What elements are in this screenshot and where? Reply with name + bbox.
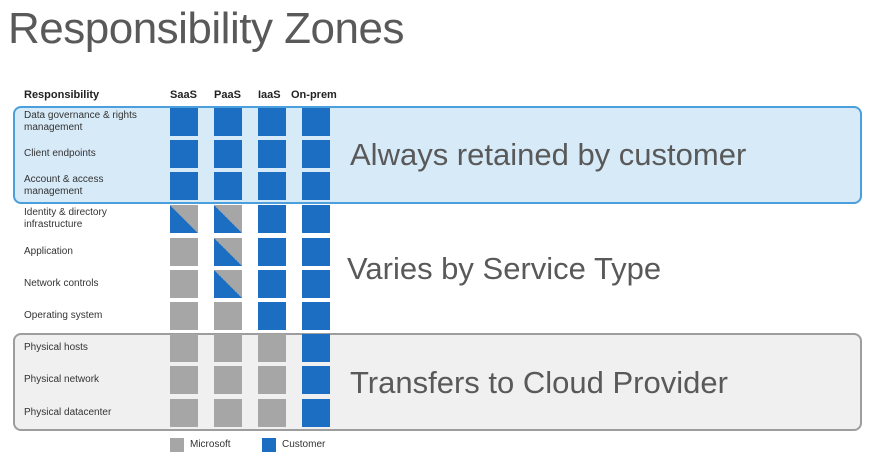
row-label: Physical network — [24, 374, 100, 385]
provider-zone — [13, 333, 862, 431]
provider-zone-label: Transfers to Cloud Provider — [350, 365, 728, 400]
cell-on-prem-customer — [302, 302, 330, 330]
customer-zone-label: Always retained by customer — [350, 137, 747, 172]
cell-on-prem-customer — [302, 399, 330, 427]
row-label: Network controls — [24, 278, 99, 289]
cell-on-prem-customer — [302, 108, 330, 136]
header-iaas: IaaS — [258, 89, 281, 101]
cell-paas-customer — [214, 108, 242, 136]
cell-iaas-customer — [258, 205, 286, 233]
cell-saas-microsoft — [170, 366, 198, 394]
header-on-prem: On-prem — [291, 89, 337, 101]
cell-iaas-customer — [258, 108, 286, 136]
cell-paas-microsoft — [214, 366, 242, 394]
cell-iaas-customer — [258, 302, 286, 330]
legend-microsoft-swatch — [170, 438, 184, 452]
cell-on-prem-customer — [302, 205, 330, 233]
cell-iaas-customer — [258, 140, 286, 168]
cell-saas-customer — [170, 108, 198, 136]
legend-customer-label: Customer — [282, 439, 326, 450]
customer-zone — [13, 106, 862, 204]
slide-title: Responsibility Zones — [8, 4, 404, 53]
cell-paas-customer — [214, 172, 242, 200]
cell-iaas-customer — [258, 270, 286, 298]
cell-paas-microsoft — [214, 399, 242, 427]
cell-paas-customer — [214, 140, 242, 168]
cell-on-prem-customer — [302, 270, 330, 298]
cell-iaas-microsoft — [258, 334, 286, 362]
row-label: Physical datacenter — [24, 407, 112, 418]
cell-saas-microsoft — [170, 399, 198, 427]
header-responsibility: Responsibility — [24, 89, 100, 101]
cell-saas-shared — [170, 205, 198, 233]
cell-iaas-microsoft — [258, 366, 286, 394]
cell-iaas-customer — [258, 238, 286, 266]
cell-iaas-customer — [258, 172, 286, 200]
cell-on-prem-customer — [302, 140, 330, 168]
cell-saas-customer — [170, 172, 198, 200]
cell-paas-microsoft — [214, 334, 242, 362]
row-label: Account & access management — [24, 174, 104, 197]
cell-paas-microsoft — [214, 302, 242, 330]
cell-iaas-microsoft — [258, 399, 286, 427]
cell-saas-microsoft — [170, 238, 198, 266]
cell-saas-microsoft — [170, 334, 198, 362]
row-label: Identity & directory infrastructure — [24, 207, 107, 230]
header-saas: SaaS — [170, 89, 197, 101]
row-label: Operating system — [24, 310, 103, 321]
varies-zone-label: Varies by Service Type — [347, 251, 662, 286]
cell-saas-microsoft — [170, 270, 198, 298]
cell-on-prem-customer — [302, 366, 330, 394]
cell-paas-shared — [214, 238, 242, 266]
row-label: Data governance & rights management — [24, 110, 137, 133]
row-label: Client endpoints — [24, 148, 96, 159]
cell-on-prem-customer — [302, 172, 330, 200]
cell-paas-shared — [214, 270, 242, 298]
header-paas: PaaS — [214, 89, 241, 101]
cell-on-prem-customer — [302, 334, 330, 362]
cell-on-prem-customer — [302, 238, 330, 266]
row-label: Physical hosts — [24, 342, 88, 353]
legend-customer-swatch — [262, 438, 276, 452]
row-label: Application — [24, 246, 73, 257]
cell-saas-microsoft — [170, 302, 198, 330]
cell-paas-shared — [214, 205, 242, 233]
cell-saas-customer — [170, 140, 198, 168]
legend-microsoft-label: Microsoft — [190, 439, 231, 450]
